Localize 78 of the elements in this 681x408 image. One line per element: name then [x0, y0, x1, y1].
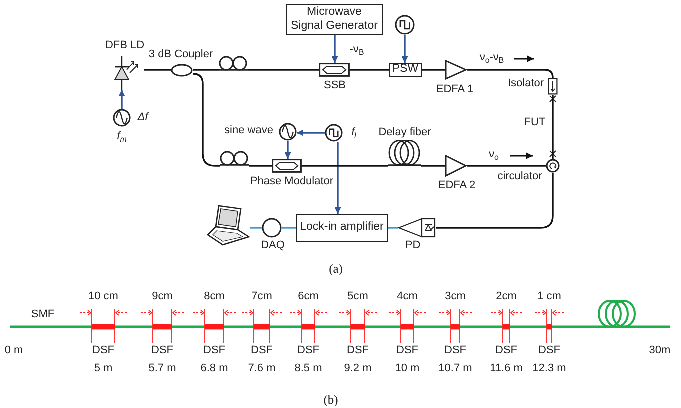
component-label: f$_{l}$	[352, 126, 356, 140]
fiber-label: DSF	[347, 344, 369, 358]
fiber-line	[422, 69, 445, 71]
fiber-label: DSF	[444, 344, 466, 358]
distance-label: 30m	[649, 344, 671, 358]
component-label: EDFA 2	[438, 180, 476, 192]
fiber-label: DSF	[204, 344, 226, 358]
distance-label: 8.5 m	[294, 362, 322, 376]
fiber-label: DSF	[152, 344, 174, 358]
dimension-label: 10 cm	[88, 290, 118, 304]
switch-box: PSW	[389, 63, 422, 77]
edge-label: -ν$_{B}$	[348, 44, 366, 56]
fiber-label: SMF	[31, 308, 55, 322]
signal-arrow	[332, 35, 338, 63]
component-label: DFB LD	[105, 40, 145, 52]
fiber-line	[249, 165, 272, 167]
signal-arrow	[118, 90, 126, 109]
signal-arrow	[284, 141, 292, 159]
signal-arrow	[297, 130, 325, 136]
distance-label: 5 m	[94, 362, 113, 376]
component-label: f$_{m}$	[117, 130, 127, 144]
component-label: Phase Modulator	[250, 176, 334, 188]
distance-label: 12.3 m	[532, 362, 566, 376]
panel-label: (a)	[329, 262, 343, 276]
dimension-label: 4cm	[397, 290, 418, 304]
fiber-label: DSF	[92, 344, 114, 358]
component-label: DAQ	[261, 240, 285, 252]
fiber-line	[144, 69, 171, 71]
component-label: PD	[405, 240, 421, 252]
dimension-label: 9cm	[152, 290, 173, 304]
distance-label: 5.7 m	[148, 362, 176, 376]
component-label: 3 dB Coupler	[148, 48, 214, 62]
fiber-line	[350, 69, 389, 71]
distance-label: 6.8 m	[200, 362, 228, 376]
dimension-label: 5cm	[348, 290, 368, 304]
dimension-label: 3cm	[445, 290, 466, 304]
fiber-line	[467, 165, 546, 167]
dimension-label: 8cm	[204, 290, 225, 304]
fiber-label: DSF	[251, 344, 273, 358]
component-label: EDFA 1	[436, 84, 474, 96]
fiber-line	[302, 165, 388, 167]
fiber-line	[248, 69, 319, 71]
component-label: Delay fiber	[378, 126, 432, 140]
frequency-label: ν$_{o}$	[489, 148, 499, 162]
dimension-label: 6cm	[298, 290, 319, 304]
dimension-label: 1 cm	[538, 290, 562, 304]
component-label: circulator	[498, 170, 542, 184]
distance-label: 0 m	[4, 344, 24, 358]
signal-line	[250, 227, 262, 229]
fiber-label: DSF	[298, 344, 320, 358]
fiber-line	[193, 69, 219, 71]
component-label: SSB	[324, 80, 346, 92]
frequency-label: Δf	[138, 112, 148, 124]
dimension-label: 2cm	[496, 290, 517, 304]
fiber-label: DSF	[396, 344, 418, 358]
panel-label: (b)	[324, 392, 338, 408]
signal-line	[388, 227, 398, 229]
fiber-line	[552, 95, 554, 159]
distance-label: 10.7 m	[438, 362, 472, 376]
frequency-label: ν$_{o}$-ν$_{B}$	[480, 52, 504, 64]
fiber-line	[436, 173, 554, 229]
signal-line	[282, 227, 296, 229]
signal-arrow	[402, 35, 408, 63]
signal-arrow	[334, 142, 342, 214]
fiber-line	[192, 73, 220, 167]
dimension-label: 7cm	[252, 290, 272, 304]
distance-label: 9.2 m	[344, 362, 372, 376]
component-label: Isolator	[508, 78, 544, 90]
fiber-line	[421, 165, 445, 167]
distance-label: 10 m	[395, 362, 420, 376]
instrument-box: Lock-in amplifier	[296, 214, 388, 242]
distance-label: 11.6 m	[490, 362, 523, 376]
component-label: sine wave	[224, 124, 274, 138]
fiber-label: DSF	[496, 344, 518, 358]
instrument-box: Microwave Signal Generator	[286, 4, 383, 35]
fiber-label: DSF	[538, 344, 560, 358]
fiber-line	[467, 69, 554, 79]
distance-label: 7.6 m	[248, 362, 276, 376]
